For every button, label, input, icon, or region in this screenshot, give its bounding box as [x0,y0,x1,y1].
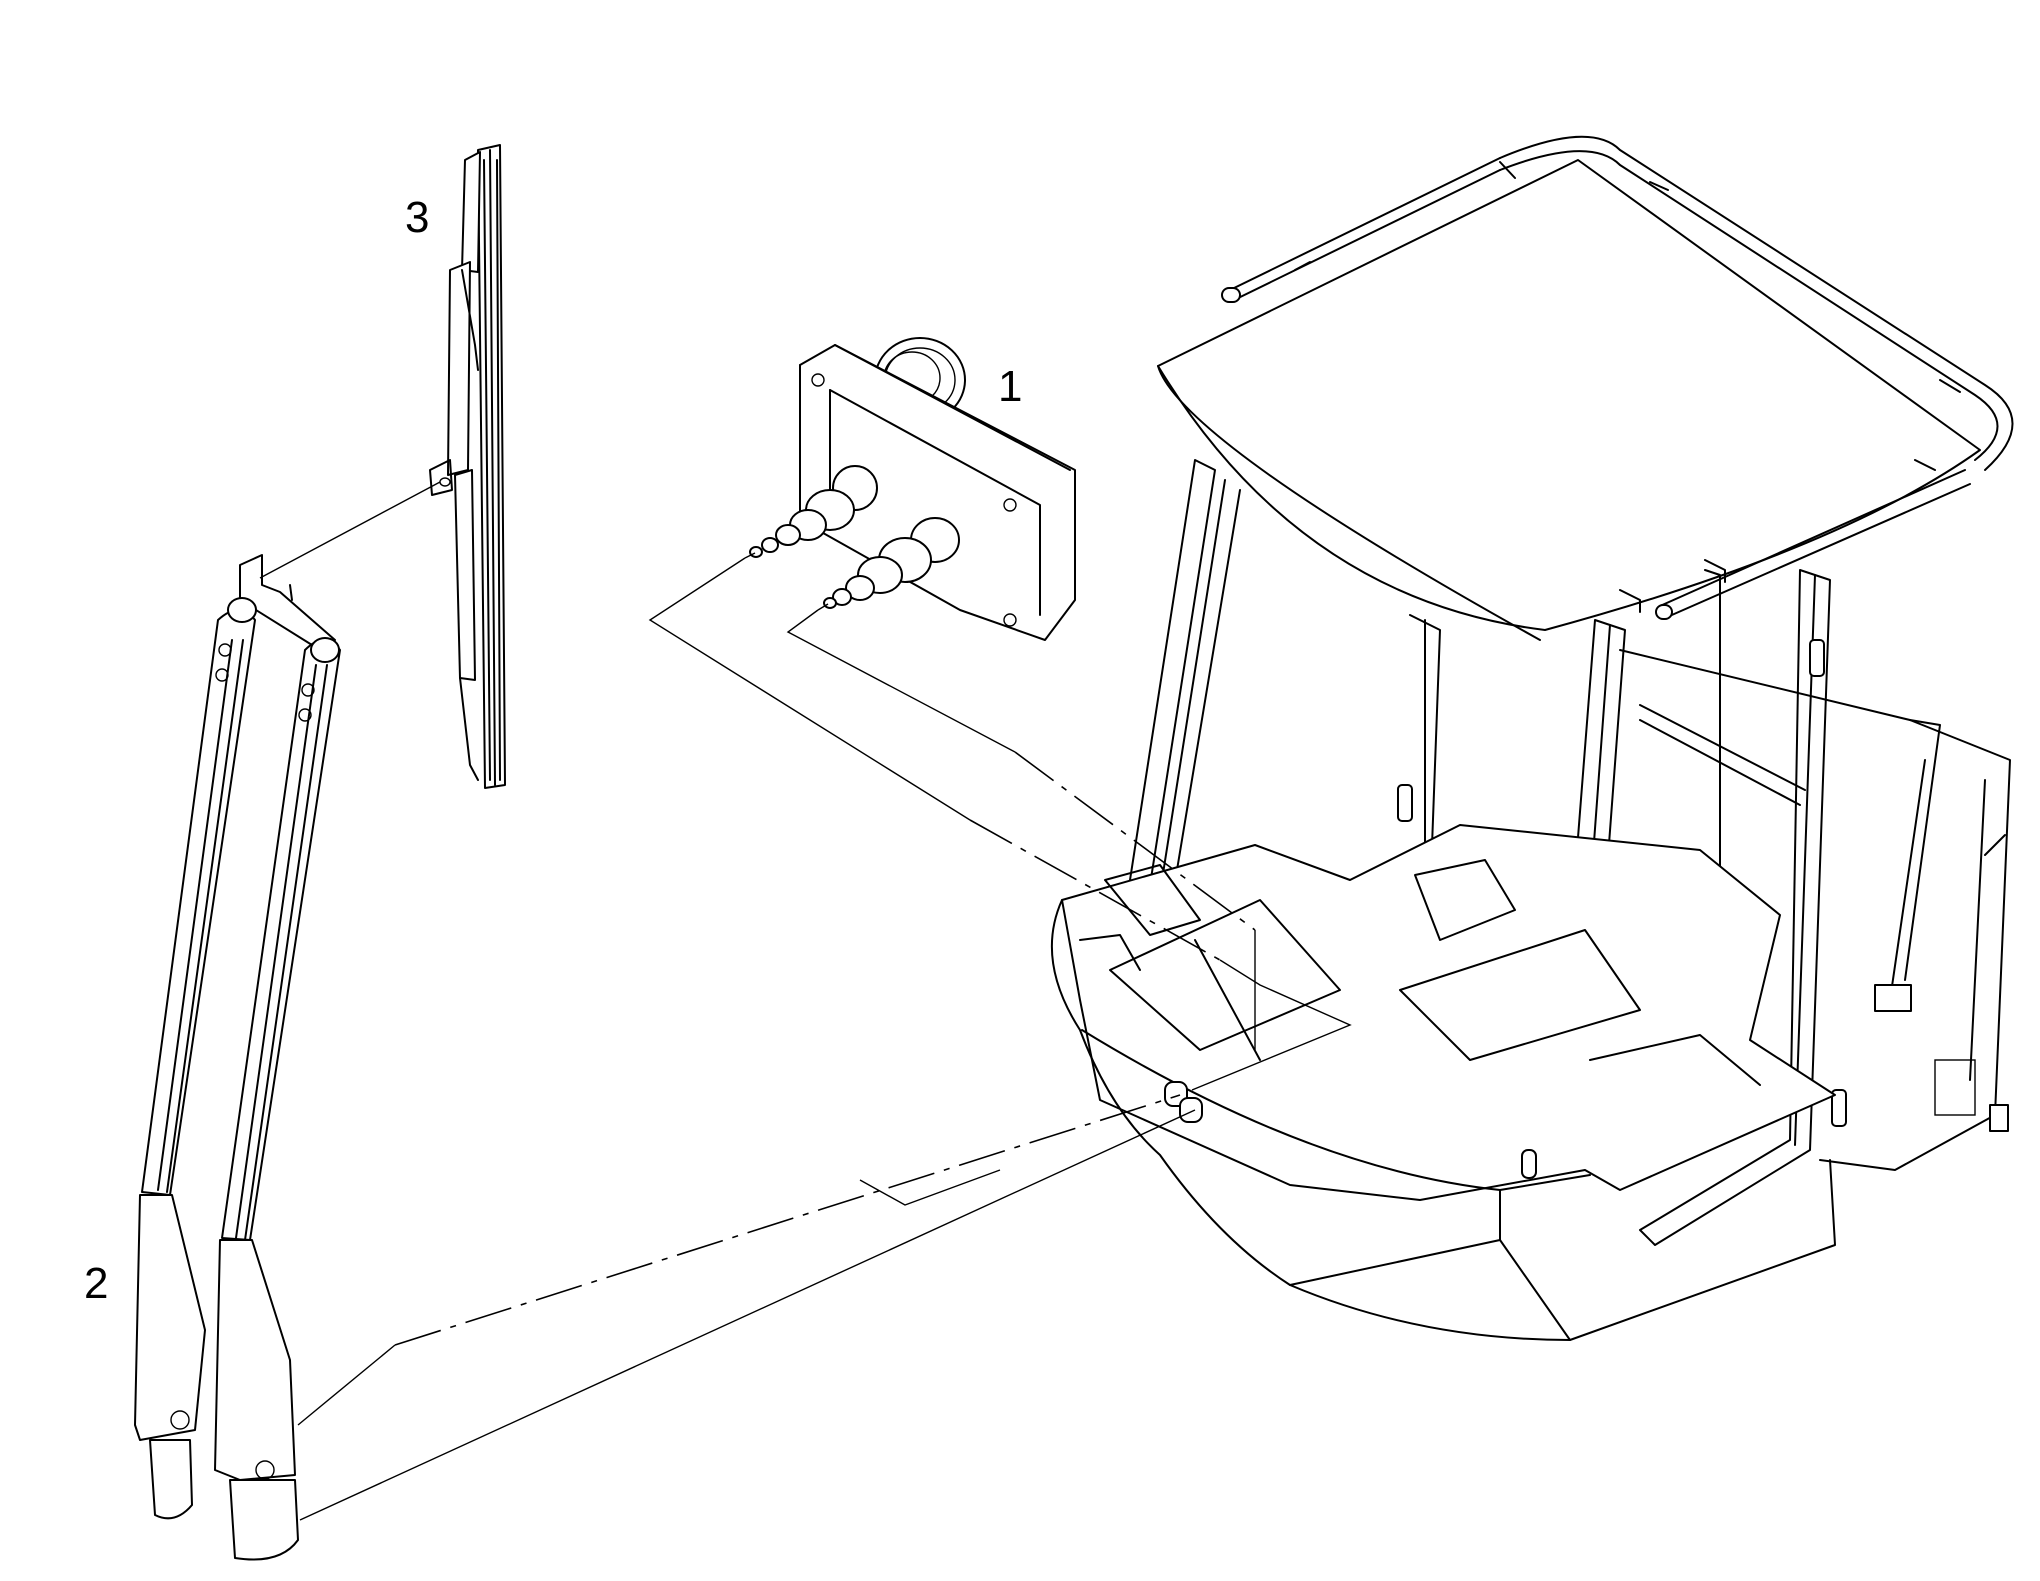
wiper-blade [429,144,506,789]
wiper-motor-shaft-lower [817,517,960,611]
cab-rear-panel [1619,649,2011,1171]
assembly-lines [259,481,1352,1521]
wiper-motor [744,337,1076,641]
operator-cab [1050,135,2014,1341]
cab-roof [1157,159,1981,631]
cab-front-left-pillar [1129,459,1216,886]
wiper-motor-shaft-upper [744,465,878,559]
cab-lower-shell [1050,899,1836,1341]
wiper-pivot-boss-2 [1179,1097,1203,1123]
wiper-arms [134,554,341,1561]
callout-label-3: 3 [405,193,430,242]
wiper-arm-left [141,609,256,1196]
callout-label-1: 1 [998,362,1023,411]
callout-label-2: 2 [84,1259,109,1308]
cab-roof-rail [1499,135,2014,471]
cab-floor-base [1061,824,1836,1201]
